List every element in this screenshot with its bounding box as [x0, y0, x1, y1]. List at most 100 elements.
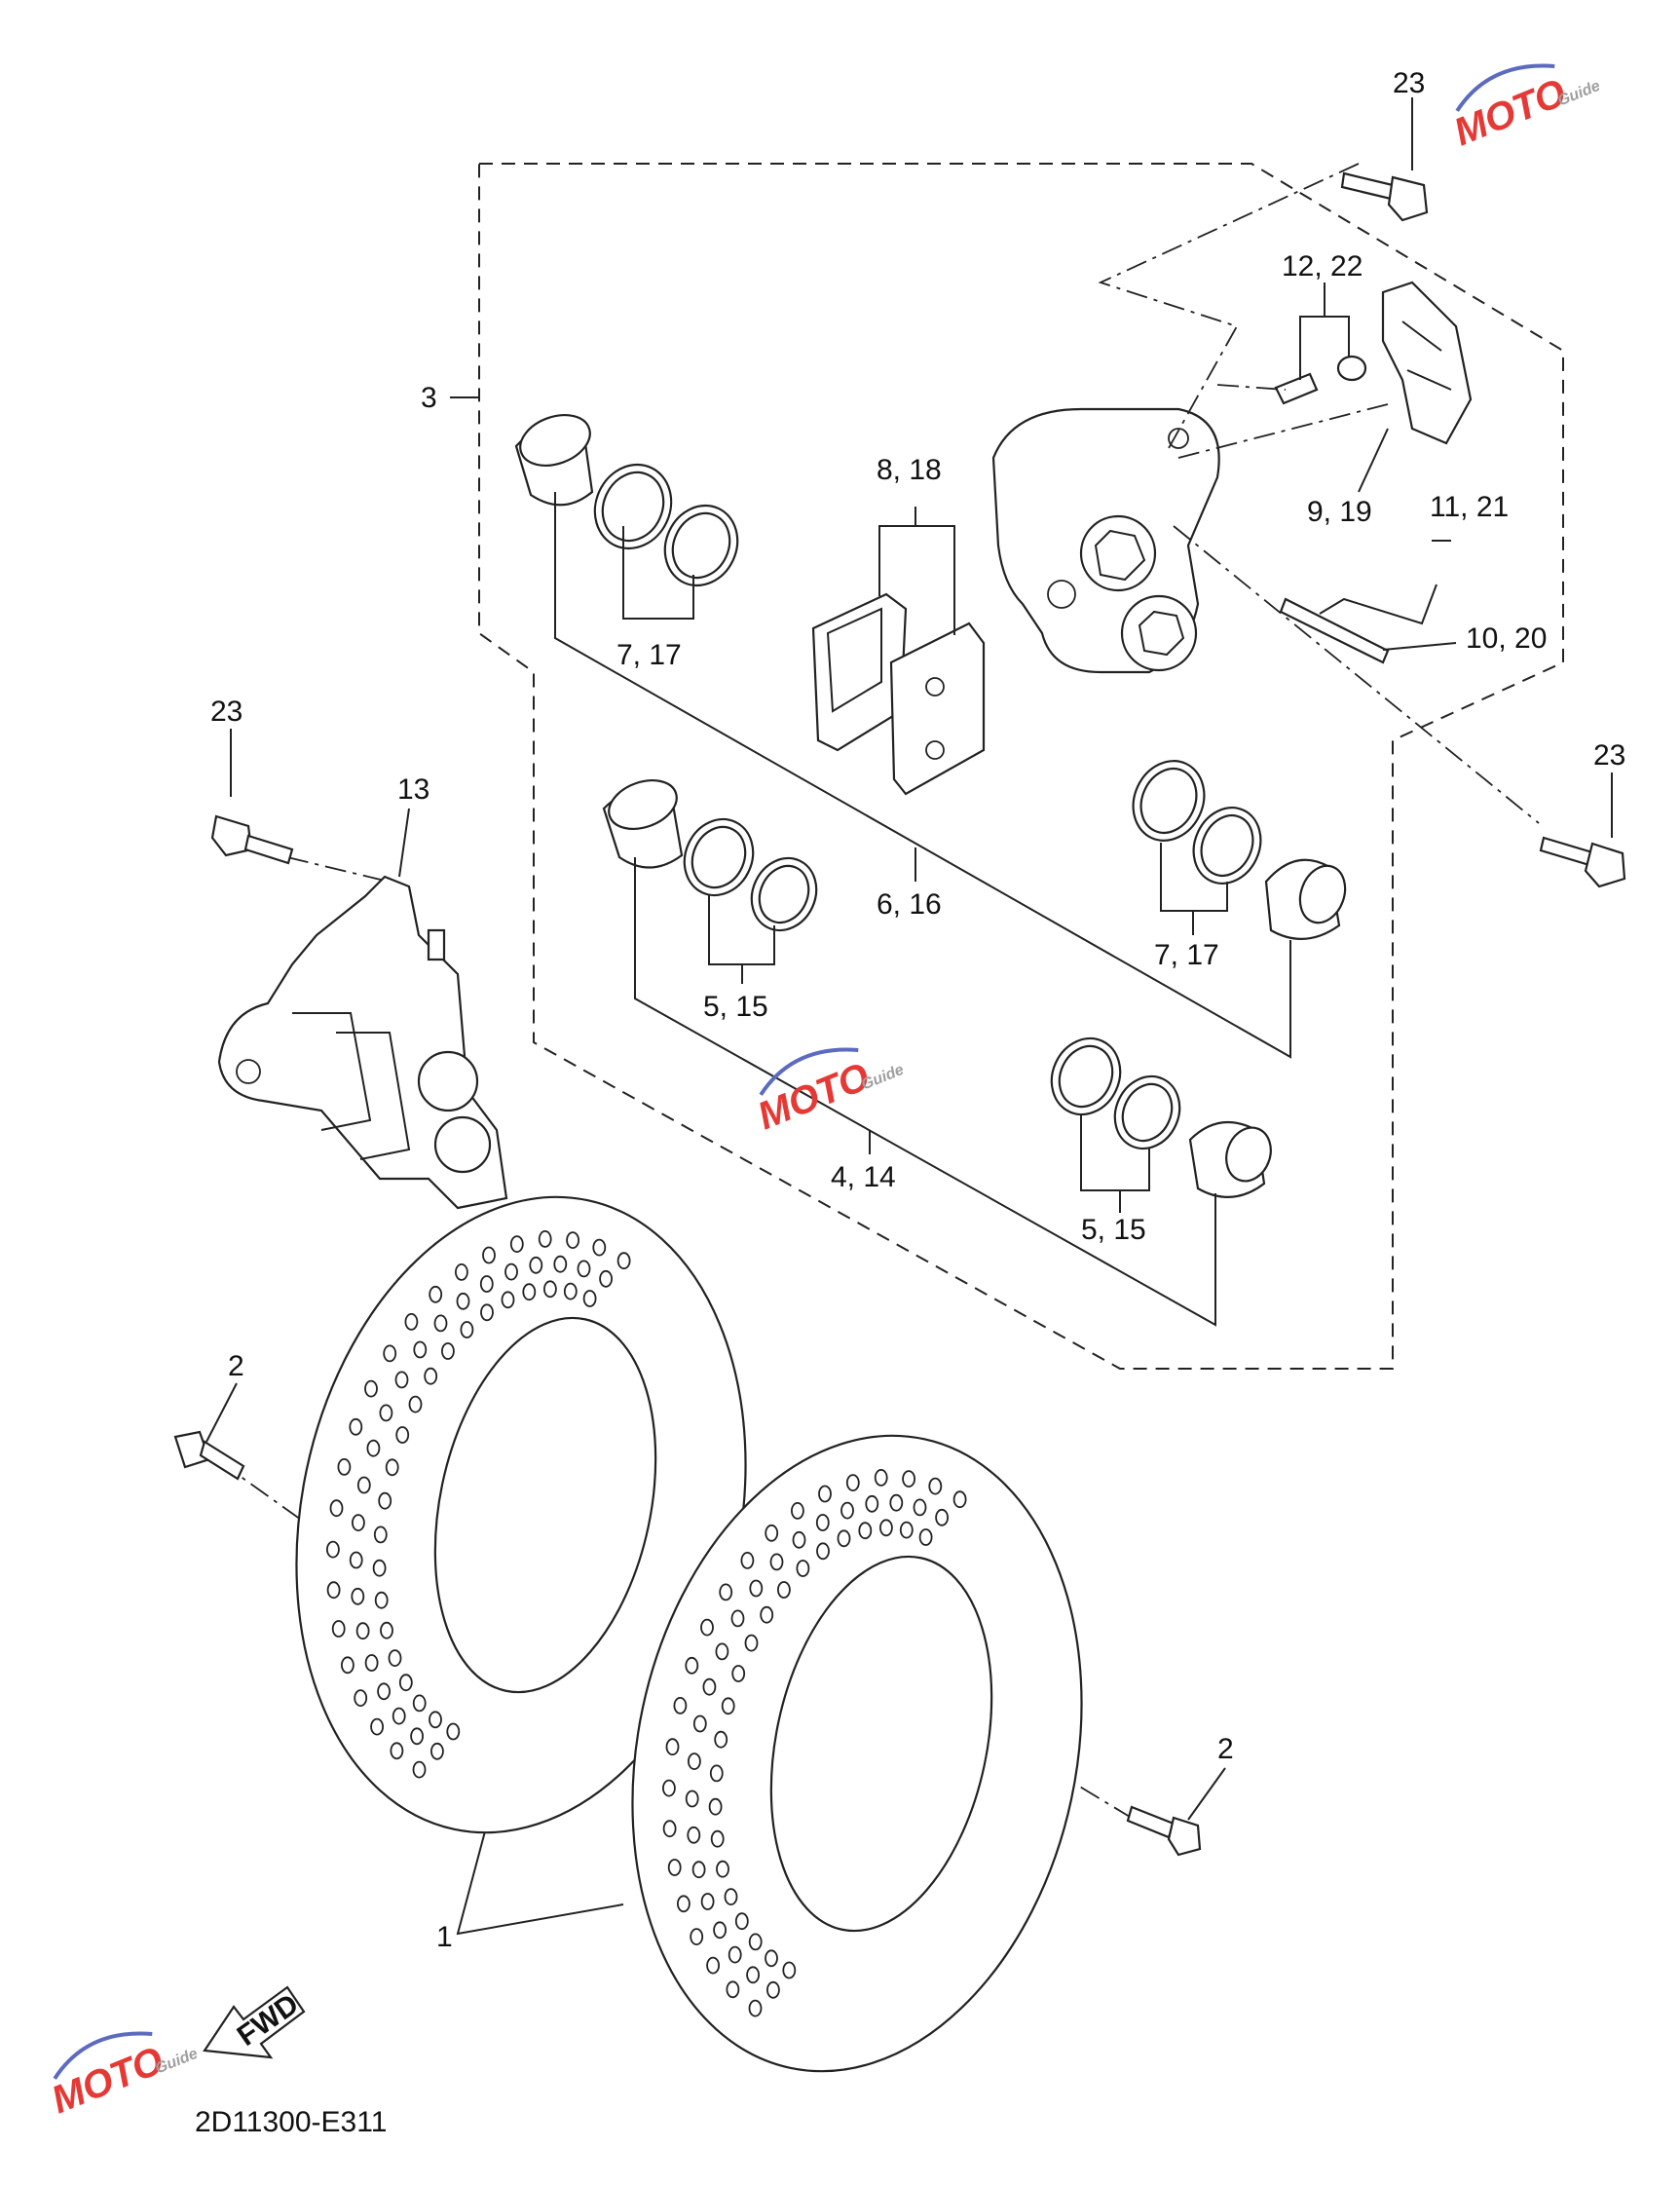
- disc-vent-hole: [687, 1826, 701, 1844]
- disc-vent-hole: [685, 1789, 699, 1808]
- disc-vent-hole: [340, 1656, 355, 1675]
- disc-vent-hole: [424, 1367, 438, 1385]
- disc-vent-hole: [731, 1665, 746, 1682]
- disc-vent-hole: [724, 1888, 738, 1905]
- disc-vent-hole: [460, 1321, 474, 1338]
- disc-vent-hole: [577, 1260, 591, 1278]
- callout-23-left: 23: [210, 696, 243, 728]
- disc-vent-hole: [413, 1340, 428, 1359]
- disc-vent-hole: [928, 1477, 943, 1495]
- piston-upper-left: [514, 414, 594, 507]
- watermark-sub: Guide: [859, 1062, 906, 1094]
- disc-vent-hole: [440, 1342, 455, 1360]
- pad-spring: [1381, 281, 1473, 445]
- seal-right-upper-2: [1192, 807, 1262, 885]
- disc-vent-hole: [454, 1263, 468, 1281]
- disc-vent-hole: [766, 1980, 780, 1999]
- brake-pad-front: [889, 622, 986, 796]
- disc-vent-hole: [351, 1587, 365, 1605]
- disc-vent-hole: [354, 1689, 368, 1707]
- disc-vent-hole: [553, 1255, 568, 1273]
- watermark-center: MOTO Guide: [752, 1047, 907, 1138]
- disc-vent-hole: [716, 1860, 729, 1878]
- brake-disc-right: [631, 1434, 1083, 2073]
- disc-vent-hole: [902, 1470, 915, 1488]
- seal-right-lower-2: [1113, 1074, 1181, 1150]
- disc-vent-hole: [412, 1760, 427, 1779]
- seal-right-upper-1: [1132, 760, 1206, 842]
- callout-23-top: 23: [1393, 67, 1425, 99]
- disc-vent-hole: [728, 1945, 742, 1964]
- disc-vent-hole: [380, 1621, 393, 1639]
- disc-vent-hole: [372, 1559, 387, 1577]
- callout-4-14: 4, 14: [831, 1161, 896, 1193]
- disc-vent-hole: [935, 1508, 949, 1526]
- disc-vent-hole: [714, 1730, 728, 1749]
- disc-vent-hole: [708, 1797, 723, 1816]
- disc-vent-hole: [429, 1711, 442, 1729]
- watermark-brand: MOTO: [1448, 71, 1572, 154]
- disc-vent-hole: [364, 1654, 379, 1672]
- disc-vent-hole: [858, 1522, 873, 1540]
- disc-vent-hole: [691, 1861, 706, 1879]
- disc-vent-hole: [765, 1949, 778, 1968]
- disc-vent-hole: [383, 1344, 397, 1363]
- disc-vent-hole: [734, 1912, 749, 1931]
- disc-vent-hole: [782, 1961, 797, 1979]
- disc-vent-hole: [392, 1707, 406, 1725]
- disc-vent-hole: [710, 1829, 725, 1848]
- piston-right-upper: [1264, 858, 1347, 940]
- disc-vent-hole: [677, 1895, 691, 1913]
- disc-vent-hole: [879, 1519, 893, 1537]
- disc-vent-hole: [378, 1491, 392, 1510]
- disc-vent-hole: [599, 1269, 613, 1288]
- callout-2-left: 2: [228, 1350, 244, 1382]
- watermark-sub: Guide: [1555, 78, 1602, 110]
- watermark-brand: MOTO: [46, 2039, 169, 2122]
- diagram-code: 2D11300-E311: [195, 2106, 387, 2138]
- disc-vent-hole: [726, 1980, 740, 1999]
- disc-vent-hole: [744, 1634, 759, 1652]
- seal-mid-left-2: [750, 856, 818, 932]
- disc-vent-hole: [748, 1933, 763, 1951]
- disc-vent-hole: [918, 1528, 933, 1546]
- disc-vent-hole: [748, 1999, 763, 2017]
- disc-vent-hole: [889, 1493, 904, 1512]
- disc-vent-hole: [706, 1956, 720, 1975]
- disc-vent-hole: [662, 1779, 676, 1797]
- disc-vent-hole: [374, 1591, 389, 1609]
- disc-vent-hole: [326, 1581, 341, 1600]
- disc-vent-hole: [412, 1694, 427, 1713]
- disc-vent-hole: [355, 1622, 370, 1640]
- disc-vent-hole: [408, 1395, 423, 1413]
- callout-5-15-mid: 5, 15: [703, 991, 768, 1023]
- disc-vent-hole: [543, 1280, 557, 1299]
- seal-upper-left-1: [593, 463, 673, 550]
- callout-7-17-upper: 7, 17: [616, 639, 682, 671]
- disc-vent-hole: [395, 1426, 410, 1444]
- disc-vent-hole: [840, 1501, 854, 1520]
- disc-vent-hole: [792, 1530, 806, 1549]
- disc-vent-hole: [404, 1313, 419, 1331]
- disc-vent-hole: [529, 1256, 543, 1274]
- leader-lines: [205, 97, 1613, 1936]
- disc-vent-hole: [673, 1697, 688, 1714]
- seal-right-lower-1: [1050, 1036, 1122, 1116]
- disc-vent-hole: [845, 1474, 860, 1491]
- bolt-2-left: [173, 1430, 245, 1481]
- disc-vent-hole: [388, 1649, 402, 1667]
- disc-vent-hole: [429, 1742, 444, 1760]
- disc-vent-hole: [385, 1458, 399, 1477]
- callout-labels: 1 2 2 3 4, 14 5, 15 5, 15 6, 16 7, 17 7,…: [210, 67, 1625, 1953]
- callout-5-15-lower: 5, 15: [1081, 1214, 1146, 1246]
- bleed-screw: [1274, 355, 1367, 405]
- disc-vent-hole: [325, 1540, 340, 1559]
- disc-vent-hole: [522, 1283, 537, 1301]
- disc-vent-hole: [665, 1738, 680, 1756]
- callout-2-right: 2: [1217, 1733, 1234, 1765]
- disc-vent-hole: [410, 1727, 425, 1746]
- disc-vent-hole: [815, 1514, 830, 1531]
- pad-pin: [1279, 597, 1390, 664]
- disc-vent-hole: [394, 1371, 409, 1389]
- disc-vent-hole: [769, 1553, 784, 1571]
